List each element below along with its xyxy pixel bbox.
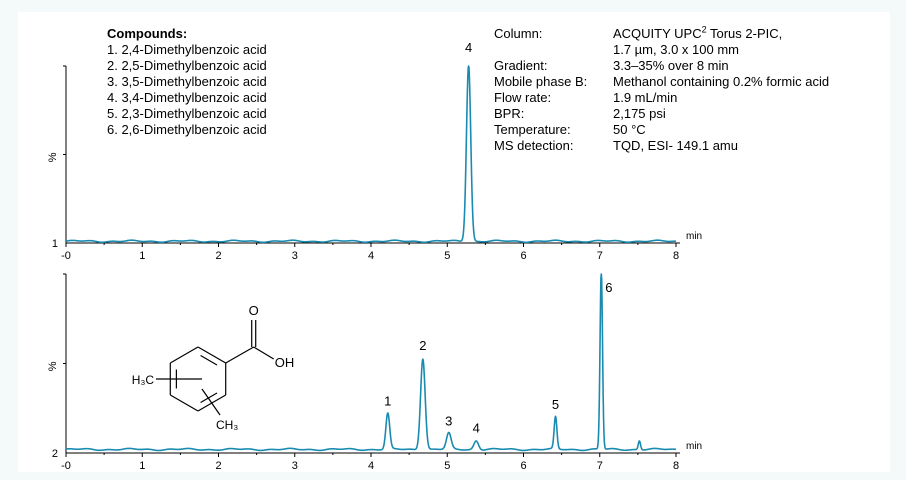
x-tick-label: 2 (215, 250, 221, 262)
x-tick-label: 3 (292, 460, 298, 472)
methyl-bond-right (201, 388, 221, 416)
y-axis-label: % (47, 152, 59, 162)
compound-item-5: 5. 2,3-Dimethylbenzoic acid (107, 106, 267, 121)
peak-label: 4 (473, 420, 480, 435)
hydroxyl-label: OH (275, 355, 295, 370)
ring-double-bond (200, 392, 218, 403)
condition-value: 2,175 psi (613, 106, 666, 121)
condition-value-sup: 2 (701, 24, 707, 35)
compounds-heading: Compounds: (107, 26, 188, 41)
y-min-label: 1 (52, 238, 58, 250)
x-tick-label: 1 (139, 250, 145, 262)
x-tick-label: 8 (673, 250, 679, 262)
peak-label: 6 (605, 280, 612, 295)
x-tick-label: 7 (597, 250, 603, 262)
compound-item-4: 4. 3,4-Dimethylbenzoic acid (107, 90, 267, 105)
hydroxyl-bond (253, 346, 275, 360)
x-tick-label: 4 (368, 250, 374, 262)
peak-label: 1 (384, 394, 391, 409)
x-tick-label: 7 (597, 460, 603, 472)
condition-label: Flow rate: (494, 90, 552, 105)
condition-value: 3.3–35% over 8 min (613, 58, 729, 73)
condition-value: 1.9 mL/min (613, 90, 678, 105)
y-min-label: 2 (52, 448, 58, 460)
x-tick-label: 4 (368, 460, 374, 472)
x-tick-label: 5 (444, 250, 450, 262)
x-axis-label: min (686, 441, 702, 452)
compound-item-6: 6. 2,6-Dimethylbenzoic acid (107, 122, 267, 137)
chromatogram-trace (65, 65, 677, 244)
benzoic-acid-structure: O OH H₃C CH₃ (132, 303, 294, 432)
methyl-label-left: H₃C (132, 373, 155, 387)
y-axis-label: % (47, 361, 59, 371)
condition-value-main: ACQUITY UPC (613, 26, 702, 41)
carboxyl-bond (225, 346, 255, 364)
x-tick-label: 1 (139, 460, 145, 472)
condition-label: Temperature: (494, 122, 571, 137)
condition-label: Gradient: (494, 58, 548, 73)
ring-bond (169, 394, 199, 412)
peak-label: 4 (465, 40, 472, 55)
methyl-label-right: CH₃ (216, 418, 238, 432)
x-tick-label: 6 (520, 460, 526, 472)
condition-label: Mobile phase B: (494, 74, 588, 89)
compound-item-3: 3. 3,5-Dimethylbenzoic acid (107, 74, 267, 89)
condition-label: MS detection: (494, 138, 574, 153)
oxygen-label: O (249, 303, 259, 318)
peak-label: 5 (552, 397, 559, 412)
compound-item-1: 1. 2,4-Dimethylbenzoic acid (107, 42, 267, 57)
chromatogram-bottom: -0 1 2 3 4 5 6 7 8 min% 2 1 2 3 4 5 6 (47, 273, 702, 472)
condition-value: Methanol containing 0.2% formic acid (613, 74, 830, 89)
x-tick-label: 6 (520, 250, 526, 262)
x-tick-label: 3 (292, 250, 298, 262)
chromatogram-trace (65, 273, 677, 452)
ring-bond (169, 346, 199, 364)
condition-label: BPR: (494, 106, 525, 121)
condition-value: ACQUITY UPC2 Torus 2-PIC, (613, 24, 783, 42)
ring-bond (197, 346, 227, 364)
peak-label: 3 (445, 413, 452, 428)
method-conditions: Column: ACQUITY UPC2 Torus 2-PIC, 1.7 µm… (494, 24, 884, 166)
condition-value: 1.7 µm, 3.0 x 100 mm (613, 42, 739, 57)
condition-value-after: Torus 2-PIC, (706, 26, 783, 41)
condition-label: Column: (494, 26, 543, 41)
ring-double-bond (200, 355, 218, 366)
x-tick-label: 8 (673, 460, 679, 472)
x-axis-label: min (686, 231, 702, 242)
compound-item-2: 2. 2,5-Dimethylbenzoic acid (107, 58, 267, 73)
x-tick-label: 5 (444, 460, 450, 472)
x-tick-label: 2 (215, 460, 221, 472)
x-tick-label: -0 (61, 460, 71, 472)
x-tick-label: -0 (61, 250, 71, 262)
condition-value: TQD, ESI- 149.1 amu (613, 138, 738, 153)
peak-label: 2 (419, 338, 426, 353)
condition-value: 50 °C (613, 122, 646, 137)
